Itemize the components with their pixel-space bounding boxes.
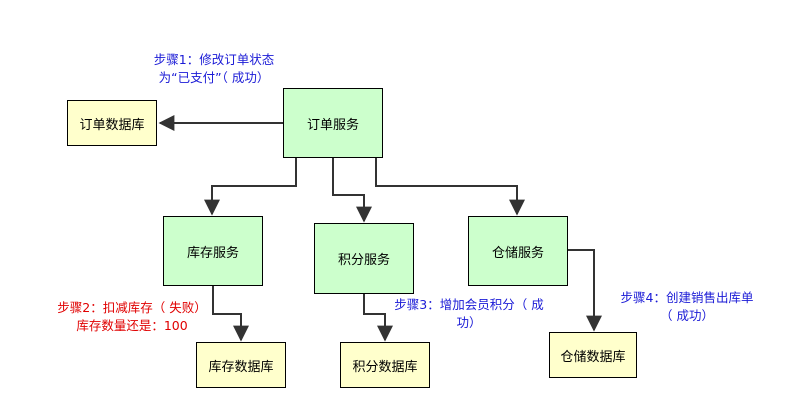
step2-note-line1: 步骤2：扣减库存（ 失败） <box>57 300 207 315</box>
edge-warehouse-service-to-warehouse-db <box>568 249 602 332</box>
step4-note-line1: 步骤4：创建销售出库单 <box>620 290 754 305</box>
step4-note: 步骤4：创建销售出库单 （ 成功） <box>613 289 761 325</box>
inventory-db-label: 库存数据库 <box>208 359 274 375</box>
step3-note-line1: 步骤3：增加会员积分（ 成 <box>394 297 544 312</box>
step3-note: 步骤3：增加会员积分（ 成 功） <box>387 296 551 332</box>
points-db-node: 积分数据库 <box>340 342 430 388</box>
inventory-service-label: 库存服务 <box>186 245 239 261</box>
step4-note-line2: （ 成功） <box>660 308 714 323</box>
step1-note-line1: 步骤1：修改订单状态 <box>153 52 275 67</box>
order-db-node: 订单数据库 <box>67 100 157 146</box>
warehouse-service-label: 仓储服务 <box>491 245 544 261</box>
step2-note-line2: 库存数量还是：100 <box>76 318 188 333</box>
points-db-label: 积分数据库 <box>352 359 418 375</box>
order-db-label: 订单数据库 <box>79 117 145 133</box>
step2-note: 步骤2：扣减库存（ 失败） 库存数量还是：100 <box>46 299 218 335</box>
step1-note-line2: 为“已支付”（ 成功） <box>158 70 270 85</box>
step3-note-line2: 功） <box>456 315 482 330</box>
edge-order-service-to-points-service <box>332 158 372 223</box>
warehouse-db-node: 仓储数据库 <box>549 332 637 378</box>
points-service-node: 积分服务 <box>314 223 414 294</box>
inventory-db-node: 库存数据库 <box>196 342 286 388</box>
edge-inventory-service-to-inventory-db <box>212 286 249 342</box>
inventory-service-node: 库存服务 <box>163 216 263 286</box>
edge-order-service-to-warehouse-service <box>375 158 525 216</box>
warehouse-db-label: 仓储数据库 <box>560 349 626 365</box>
edge-order-service-to-inventory-service <box>204 158 297 216</box>
warehouse-service-node: 仓储服务 <box>468 216 568 286</box>
step1-note: 步骤1：修改订单状态 为“已支付”（ 成功） <box>136 51 292 87</box>
order-service-label: 订单服务 <box>306 117 359 133</box>
edge-points-service-to-points-db <box>363 294 393 342</box>
points-service-label: 积分服务 <box>337 253 390 268</box>
order-service-node: 订单服务 <box>283 88 383 158</box>
